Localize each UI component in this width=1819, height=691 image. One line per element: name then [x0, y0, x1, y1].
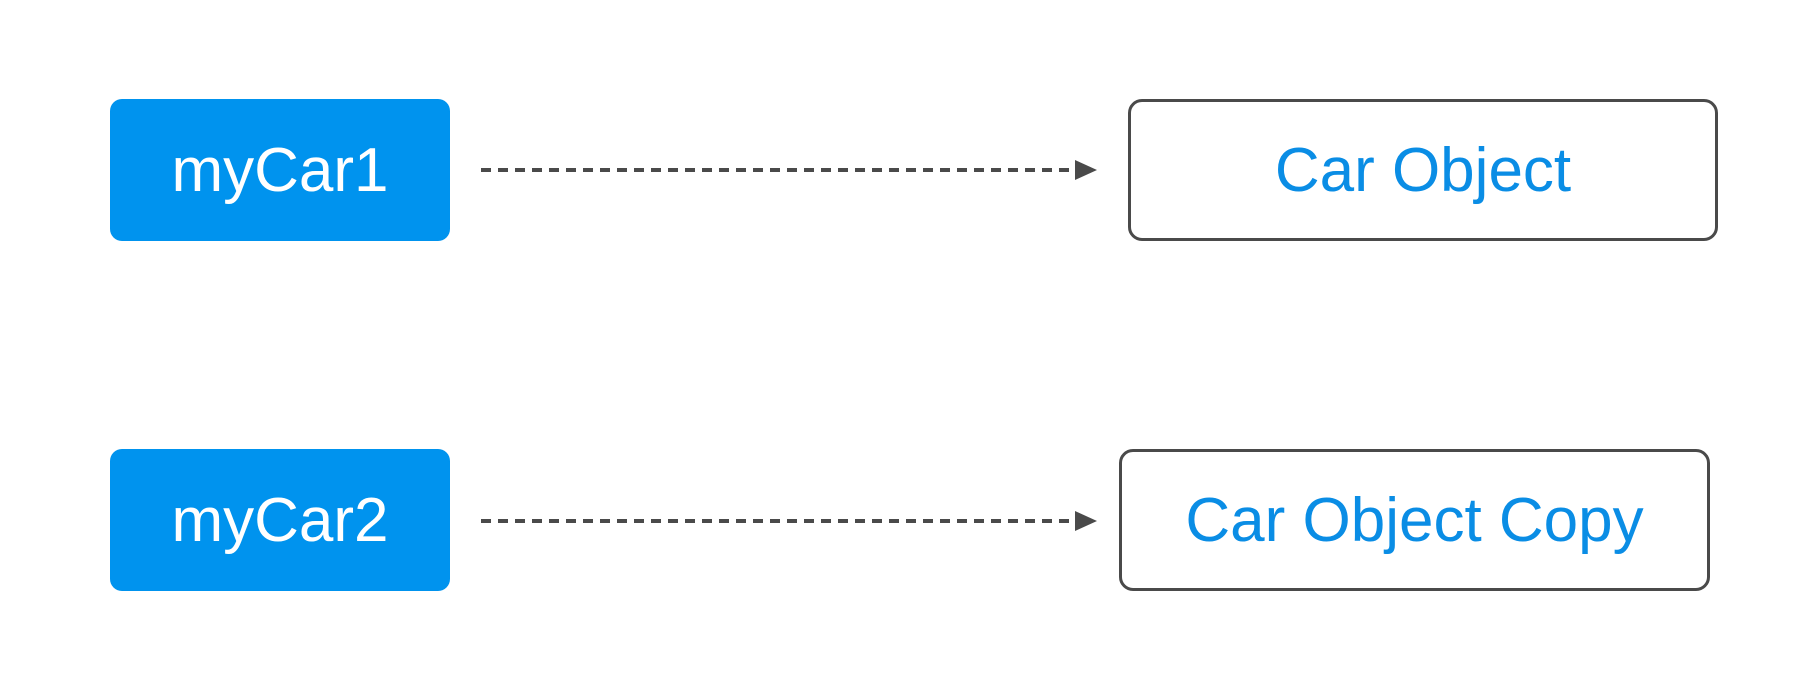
object-box-car-object: Car Object	[1128, 99, 1718, 241]
variable-box-mycar2: myCar2	[110, 449, 450, 591]
variable-box-mycar1: myCar1	[110, 99, 450, 241]
object-label: Car Object	[1274, 135, 1572, 205]
arrowhead-icon	[1075, 511, 1097, 531]
reference-arrow-1	[481, 160, 1097, 180]
reference-arrow-2	[481, 511, 1097, 531]
arrowhead-icon	[1075, 160, 1097, 180]
object-label: Car Object Copy	[1185, 485, 1644, 555]
object-box-car-object-copy: Car Object Copy	[1119, 449, 1710, 591]
variable-label: myCar2	[171, 485, 389, 555]
variable-label: myCar1	[171, 135, 389, 205]
